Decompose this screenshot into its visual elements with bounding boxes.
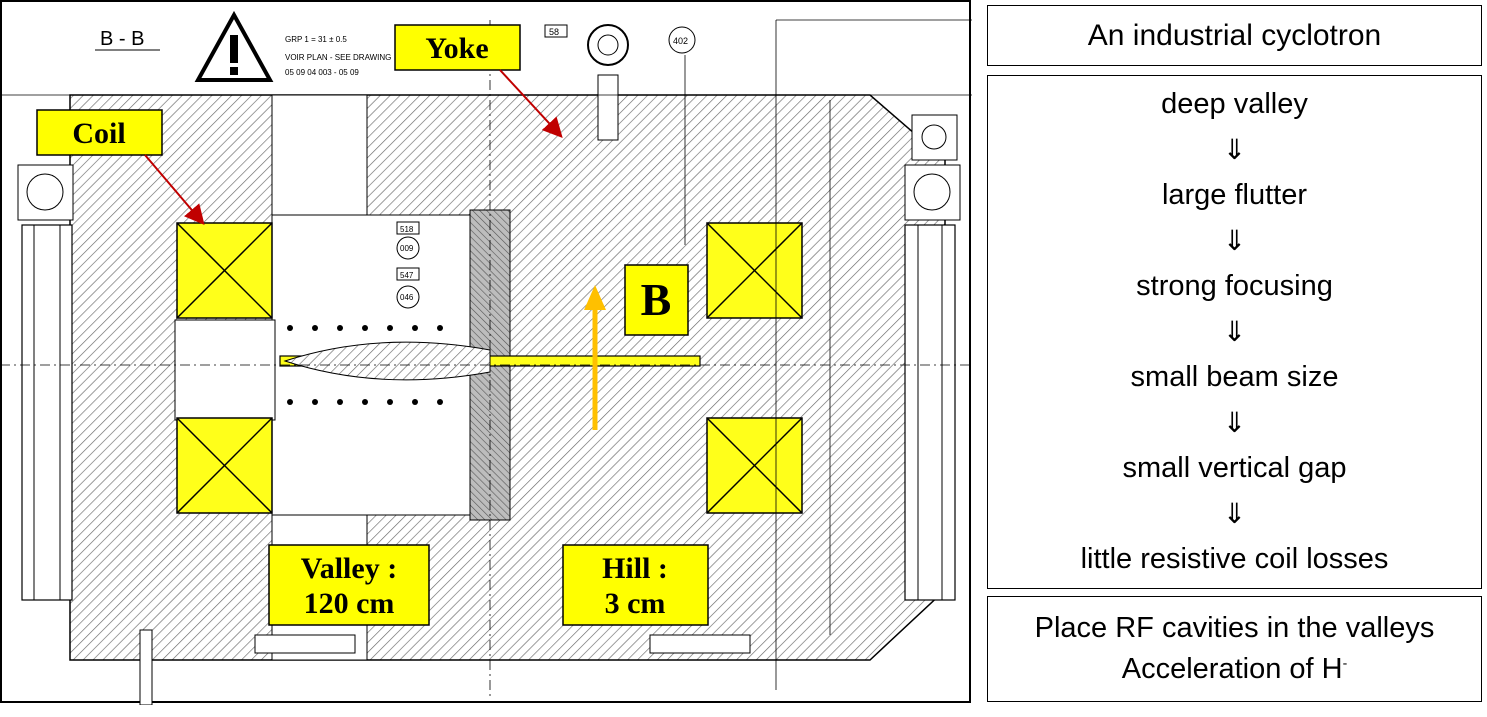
coil-top-right bbox=[706, 222, 803, 319]
b-field-arrowhead bbox=[584, 285, 606, 310]
cyclotron-cross-section-drawing: B - B GRP 1 = 31 ± 0.5 VOIR PLAN - SEE D… bbox=[0, 0, 972, 705]
tag-046: 046 bbox=[400, 293, 414, 302]
down-arrow-icon: ⇓ bbox=[1222, 225, 1247, 256]
yoke-label-box bbox=[394, 24, 521, 71]
title-panel: An industrial cyclotron bbox=[987, 5, 1482, 66]
tag-547: 547 bbox=[400, 271, 414, 280]
hill-label-line1: Hill : bbox=[602, 552, 668, 585]
chain-step-5: small vertical gap bbox=[1122, 452, 1347, 484]
yoke-label: Yoke bbox=[425, 32, 488, 65]
note-line-1: GRP 1 = 31 ± 0.5 bbox=[285, 35, 347, 44]
tag-58: 58 bbox=[549, 27, 559, 37]
down-arrow-icon: ⇓ bbox=[1222, 498, 1247, 529]
bottom-flanges bbox=[139, 629, 751, 705]
valley-label-line1: Valley : bbox=[301, 552, 397, 585]
right-column bbox=[904, 114, 961, 601]
down-arrow-icon: ⇓ bbox=[1222, 134, 1247, 165]
chain-step-2: large flutter bbox=[1161, 179, 1308, 211]
title-text: An industrial cyclotron bbox=[1087, 18, 1382, 52]
hill-label-box bbox=[562, 544, 709, 626]
coil-bottom-left bbox=[176, 417, 273, 514]
tag-402: 402 bbox=[673, 36, 688, 46]
tag-518: 518 bbox=[400, 225, 414, 234]
chain-step-6: little resistive coil losses bbox=[1080, 543, 1389, 575]
down-arrow-icon: ⇓ bbox=[1222, 407, 1247, 438]
tag-009: 009 bbox=[400, 244, 414, 253]
coil-top-left bbox=[176, 222, 273, 319]
lifting-eye bbox=[587, 24, 629, 141]
chain-step-3: strong focusing bbox=[1136, 270, 1333, 302]
conclusion-line-2-text: Acceleration of H bbox=[1121, 653, 1343, 685]
note-line-2: VOIR PLAN - SEE DRAWING bbox=[285, 53, 391, 62]
chain-step-1: deep valley bbox=[1161, 88, 1308, 120]
conclusion-panel: Place RF cavities in the valleys Acceler… bbox=[987, 596, 1482, 702]
coil-label-box bbox=[36, 109, 163, 156]
chain-step-4: small beam size bbox=[1130, 361, 1339, 393]
yoke-arrow bbox=[499, 69, 563, 138]
h-minus-superscript: - bbox=[1342, 654, 1348, 671]
b-label: B bbox=[641, 274, 672, 325]
valley-label-line2: 120 cm bbox=[304, 587, 395, 620]
construction-lines bbox=[0, 19, 972, 700]
down-arrow-icon: ⇓ bbox=[1222, 316, 1247, 347]
hole-row bbox=[287, 325, 443, 405]
warning-triangle-icon bbox=[194, 10, 274, 82]
hill-label-line2: 3 cm bbox=[605, 587, 666, 620]
note-line-3: 05 09 04 003 - 05 09 bbox=[285, 68, 359, 77]
section-label: B - B bbox=[100, 28, 144, 50]
valley-label-box bbox=[268, 544, 430, 626]
coil-arrow bbox=[144, 154, 205, 226]
coil-label: Coil bbox=[72, 117, 125, 150]
conclusion-line-1: Place RF cavities in the valleys bbox=[1034, 612, 1435, 645]
conclusion-line-2: Acceleration of H- bbox=[1122, 649, 1348, 690]
coil-bottom-right bbox=[706, 417, 803, 514]
left-column bbox=[17, 164, 74, 601]
b-label-box bbox=[624, 264, 689, 336]
reasoning-chain-panel: deep valley ⇓ large flutter ⇓ strong foc… bbox=[987, 75, 1482, 589]
